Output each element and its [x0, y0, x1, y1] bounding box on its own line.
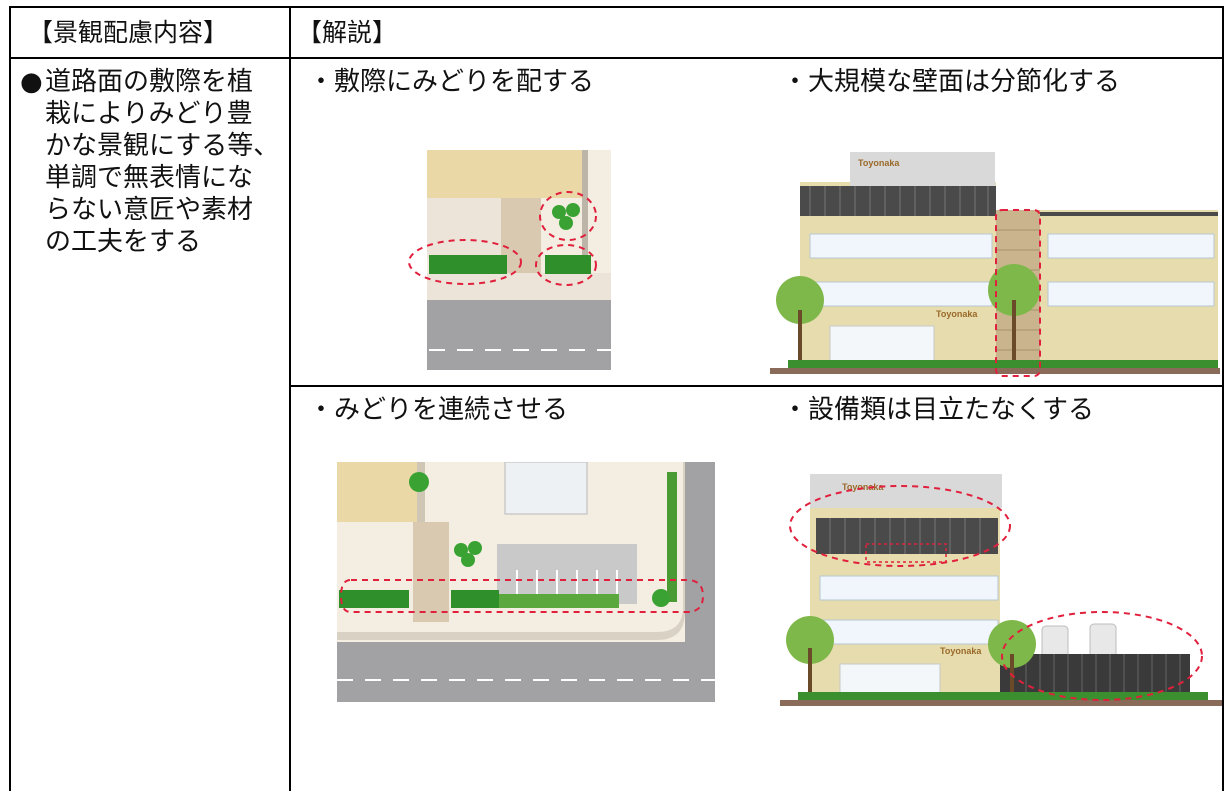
- table-border-top: [10, 6, 1224, 8]
- sign-top-equipment: Toyonaka: [842, 482, 884, 492]
- table-row-divider: [290, 385, 1224, 387]
- table-header-divider: [10, 57, 1224, 59]
- header-measures-label: 【景観配慮内容】: [28, 18, 229, 47]
- table-border-right: [1222, 6, 1224, 791]
- illustration-wall-articulation: Toyonaka Toyonaka: [770, 152, 1220, 377]
- measure-line: かな景観にする等、: [45, 131, 280, 161]
- measure-line: 単調で無表情にな: [45, 163, 254, 193]
- sign-mid-equipment: Toyonaka: [940, 646, 982, 656]
- caption-continuous-greenery: ・みどりを連続させる: [308, 395, 569, 425]
- table-border-left: [9, 6, 11, 791]
- bullet-icon: ●: [20, 67, 43, 97]
- measure-line: 道路面の敷際を植: [45, 67, 254, 97]
- sign-top: Toyonaka: [858, 158, 900, 168]
- header-explanation-label: 【解説】: [297, 18, 398, 47]
- illustration-continuous-greenery: [337, 462, 715, 702]
- measure-line: らない意匠や素材: [45, 195, 254, 225]
- measure-line: 栽によりみどり豊: [45, 99, 253, 129]
- sign-mid: Toyonaka: [936, 309, 978, 319]
- measure-line: の工夫をする: [45, 227, 202, 257]
- caption-wall-articulation: ・大規模な壁面は分節化する: [782, 67, 1121, 97]
- illustration-edge-greenery: [408, 150, 611, 370]
- illustration-hide-equipment: Toyonaka Toyonaka: [780, 474, 1222, 706]
- caption-edge-greenery: ・敷際にみどりを配する: [308, 67, 595, 97]
- caption-hide-equipment: ・設備類は目立たなくする: [782, 395, 1095, 425]
- table-divider-column: [289, 6, 291, 791]
